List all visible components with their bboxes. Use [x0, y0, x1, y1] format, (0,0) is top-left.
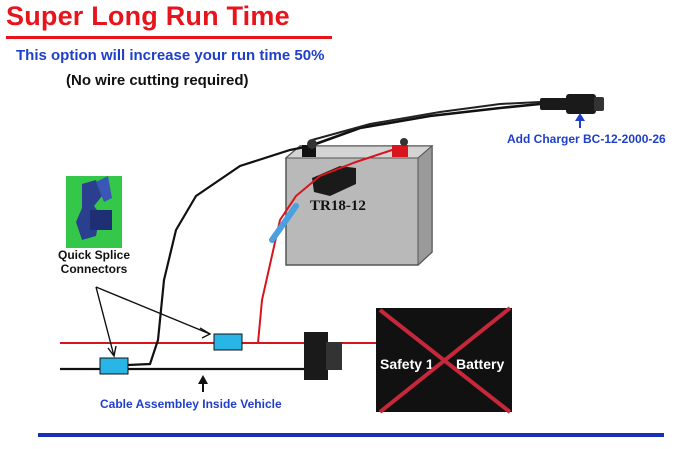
charger-label: Add Charger BC-12-2000-26: [507, 132, 666, 146]
sae-connector: [540, 94, 604, 114]
title-underline: [6, 36, 332, 39]
battery-tr18-12: TR18-12: [284, 144, 434, 267]
vehicle-connector: [304, 332, 342, 380]
crossed-battery-box: Safety 1 Battery: [376, 306, 512, 414]
crossed-box-right-text: Battery: [456, 356, 504, 372]
inline-fuse: [269, 203, 299, 243]
splice-connector-black: [99, 357, 129, 375]
red-terminal-clip: [400, 138, 408, 146]
quick-splice-label-line-2: Connectors: [60, 262, 128, 276]
battery-model-label: TR18-12: [310, 198, 366, 214]
subtitle: This option will increase your run time …: [16, 47, 325, 64]
pointer-to-black-splice: [95, 286, 115, 357]
pointer-to-red-splice: [95, 286, 211, 335]
no-cutting-note: (No wire cutting required): [66, 72, 249, 89]
black-battery-wire: [127, 144, 311, 367]
page-title: Super Long Run Time: [6, 1, 290, 31]
cross-line-2: [378, 306, 512, 414]
charger-arrow-head: [575, 113, 585, 121]
cable-arrow-head: [198, 375, 208, 384]
splice-connector-red: [213, 333, 243, 351]
quick-splice-label: Quick Splice Connectors: [42, 248, 146, 276]
red-battery-wire: [232, 147, 399, 344]
black-terminal-clip: [307, 139, 317, 149]
quick-splice-photo: [66, 176, 122, 248]
quick-splice-label-line-1: Quick Splice: [57, 248, 131, 262]
bottom-divider: [38, 433, 664, 437]
crossed-box-left-text: Safety 1: [380, 356, 434, 372]
charger-lead-wire-2: [311, 101, 541, 141]
charger-lead-wire: [309, 102, 541, 148]
cable-assembly-label: Cable Assembley Inside Vehicle: [100, 397, 282, 411]
